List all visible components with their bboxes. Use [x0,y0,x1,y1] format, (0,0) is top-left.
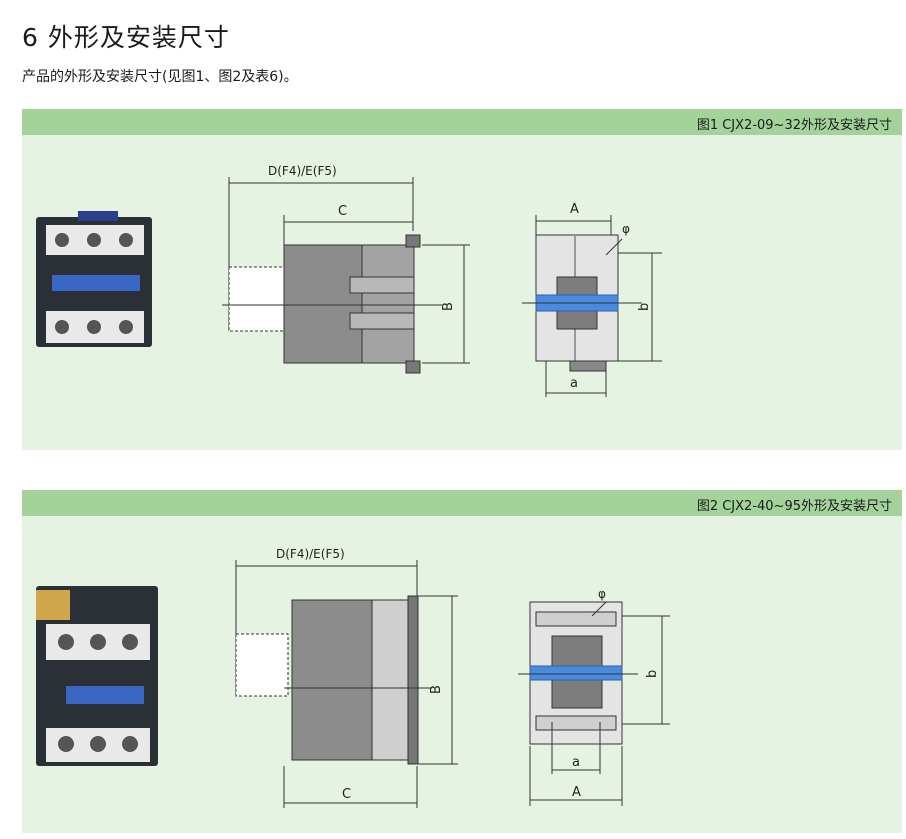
figure2-panel: 图2 CJX2-40~95外形及安装尺寸 [22,490,902,833]
fig2-label-phi: φ [598,587,606,601]
fig1-label-a-upper: A [570,202,579,217]
figure2-header: 图2 CJX2-40~95外形及安装尺寸 [22,490,902,516]
fig1-label-de: D(F4)/E(F5) [268,164,337,178]
fig2-label-a-upper: A [572,785,581,800]
contactor-photo-2 [36,586,158,766]
front-view-2 [518,601,670,806]
fig1-label-a-lower: a [570,376,578,391]
front-view-1 [522,215,662,397]
fig1-label-c: C [338,204,347,219]
figure2-caption: 图2 CJX2-40~95外形及安装尺寸 [696,499,892,514]
figure1-panel: 图1 CJX2-09~32外形及安装尺寸 [22,109,902,450]
fig2-label-a-lower: a [572,755,580,770]
figure2-drawing: D(F4)/E(F5) C B φ b a A [36,547,670,808]
figure1-caption: 图1 CJX2-09~32外形及安装尺寸 [696,118,892,133]
fig2-label-de: D(F4)/E(F5) [276,547,345,561]
fig2-label-b-lower: b [645,670,660,678]
fig1-label-phi: φ [622,222,630,236]
section-subtitle: 产品的外形及安装尺寸(见图1、图2及表6)。 [22,69,298,85]
figure1-header: 图1 CJX2-09~32外形及安装尺寸 [22,109,902,135]
fig1-label-b-upper: B [441,302,456,311]
contactor-photo-1 [36,211,152,347]
fig2-label-c: C [342,787,351,802]
fig2-label-b-upper: B [429,685,444,694]
side-view-2 [235,560,458,808]
side-view-1 [222,177,470,374]
figure1-drawing: D(F4)/E(F5) C B A φ b a [36,164,662,397]
fig1-label-b-lower: b [637,303,652,311]
section-title: 6 外形及安装尺寸 [22,23,230,52]
